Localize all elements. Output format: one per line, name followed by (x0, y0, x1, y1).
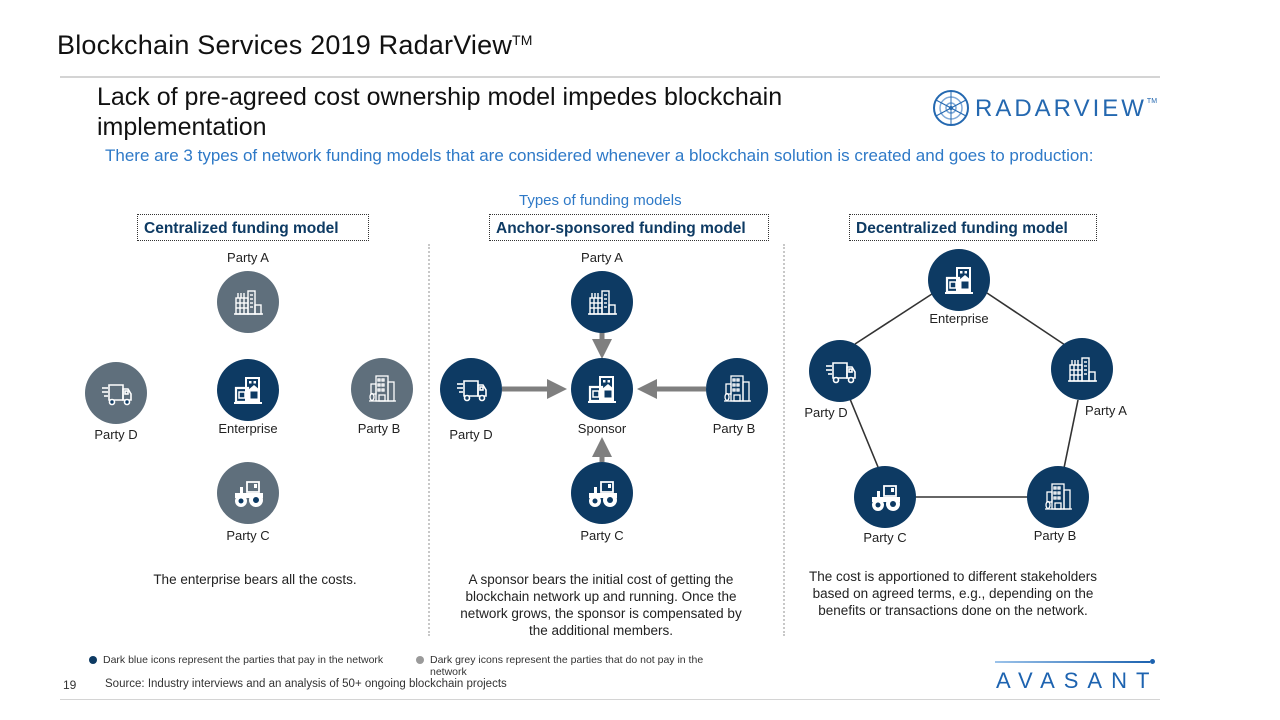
anchor-sponsored-model-title: Anchor-sponsored funding model (489, 214, 769, 241)
column-divider (428, 244, 430, 636)
decentralized-model-description: The cost is apportioned to different sta… (809, 569, 1097, 618)
column-divider (783, 244, 785, 636)
centralized-party-a-node (217, 271, 279, 333)
legend-pay-text: Dark blue icons represent the parties th… (103, 654, 384, 666)
footer-divider (60, 699, 1160, 700)
radarview-logo: RADARVIEWTM (975, 95, 1157, 123)
decentralized-party-c-label: Party C (863, 530, 907, 545)
delivery-truck-icon (825, 362, 856, 384)
anchor-sponsor-node (571, 358, 633, 420)
slide-title-text: Blockchain Services 2019 RadarView (57, 30, 513, 60)
decentralized-party-b-node (1027, 466, 1089, 528)
centralized-party-c-node (217, 462, 279, 524)
link-party-a-party-b (1063, 399, 1079, 469)
dark-grey-dot-icon (416, 656, 424, 664)
centralized-model-title: Centralized funding model (137, 214, 369, 241)
anchor-party-b-label: Party B (712, 421, 756, 436)
centralized-model-description: The enterprise bears all the costs. (153, 572, 357, 587)
enterprise-building-icon (586, 375, 618, 404)
anchor-party-d-label: Party D (449, 427, 493, 442)
decentralized-party-a-label: Party A (1085, 403, 1127, 418)
centralized-enterprise-node (217, 359, 279, 421)
trademark-mark: TM (512, 32, 533, 48)
office-building-icon (368, 375, 397, 402)
factory-icon (1067, 357, 1098, 382)
intro-text: There are 3 types of network funding mod… (105, 146, 1094, 165)
centralized-party-c-label: Party C (226, 528, 270, 543)
centralized-party-b-node (351, 358, 413, 420)
tractor-icon (234, 481, 264, 508)
tractor-icon (871, 485, 901, 512)
decentralized-party-a-node (1051, 338, 1113, 400)
title-divider (60, 76, 1160, 78)
slide-title: Blockchain Services 2019 RadarViewTM (57, 30, 533, 61)
centralized-party-a-label: Party A (227, 250, 269, 265)
centralized-party-d-label: Party D (94, 427, 138, 442)
decentralized-party-c-node (854, 466, 916, 528)
anchor-party-b-node (706, 358, 768, 420)
anchor-party-c-label: Party C (580, 528, 624, 543)
anchor-party-d-node (440, 358, 502, 420)
link-party-d-enterprise (854, 291, 936, 345)
office-building-icon (723, 375, 752, 402)
link-enterprise-party-a (986, 292, 1066, 346)
radarview-logo-text: RADARVIEW (975, 95, 1147, 122)
source-note: Source: Industry interviews and an analy… (105, 678, 507, 690)
decentralized-enterprise-label: Enterprise (929, 311, 989, 326)
anchor-party-c-node (571, 462, 633, 524)
avasant-logo-line (995, 661, 1150, 663)
anchor-party-a-node (571, 271, 633, 333)
enterprise-building-icon (943, 266, 975, 295)
decentralized-party-b-label: Party B (1033, 528, 1077, 543)
types-of-funding-models-label: Types of funding models (519, 192, 682, 209)
centralized-party-b-label: Party B (357, 421, 401, 436)
link-party-c-party-d (849, 398, 879, 468)
anchor-model-description: A sponsor bears the initial cost of gett… (460, 572, 742, 638)
factory-icon (233, 290, 264, 315)
centralized-enterprise-label: Enterprise (218, 421, 278, 436)
page-number: 19 (63, 678, 77, 692)
decentralized-party-d-label: Party D (804, 405, 848, 420)
legend-no-pay-text: Dark grey icons represent the parties th… (430, 654, 704, 678)
anchor-sponsor-label: Sponsor (577, 421, 627, 436)
radarview-trademark: TM (1146, 98, 1158, 105)
anchor-party-a-label: Party A (581, 250, 623, 265)
legend-item-no-pay: Dark grey icons represent the parties th… (416, 654, 720, 678)
avasant-logo: AVASANT (996, 668, 1159, 693)
radar-icon (933, 90, 969, 126)
decentralized-model-title: Decentralized funding model (849, 214, 1097, 241)
factory-icon (587, 290, 618, 315)
centralized-party-d-node (85, 362, 147, 424)
decentralized-enterprise-node (928, 249, 990, 311)
dark-blue-dot-icon (89, 656, 97, 664)
delivery-truck-icon (456, 380, 487, 402)
office-building-icon (1044, 483, 1073, 510)
avasant-logo-dot (1150, 659, 1155, 664)
slide-subtitle: Lack of pre-agreed cost ownership model … (97, 83, 783, 141)
tractor-icon (588, 481, 618, 508)
delivery-truck-icon (101, 384, 132, 406)
enterprise-building-icon (232, 376, 264, 405)
legend-item-pay: Dark blue icons represent the parties th… (89, 654, 393, 666)
decentralized-party-d-node (809, 340, 871, 402)
